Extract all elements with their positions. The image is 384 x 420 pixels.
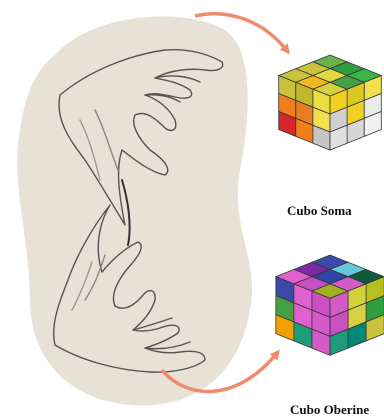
cube-oberine: [276, 255, 384, 355]
sketch-background-blob: [17, 16, 252, 405]
caption-cubo-oberine: Cubo Oberine: [290, 402, 369, 418]
caption-cubo-soma: Cubo Soma: [287, 203, 352, 219]
cube-soma: [279, 55, 382, 150]
